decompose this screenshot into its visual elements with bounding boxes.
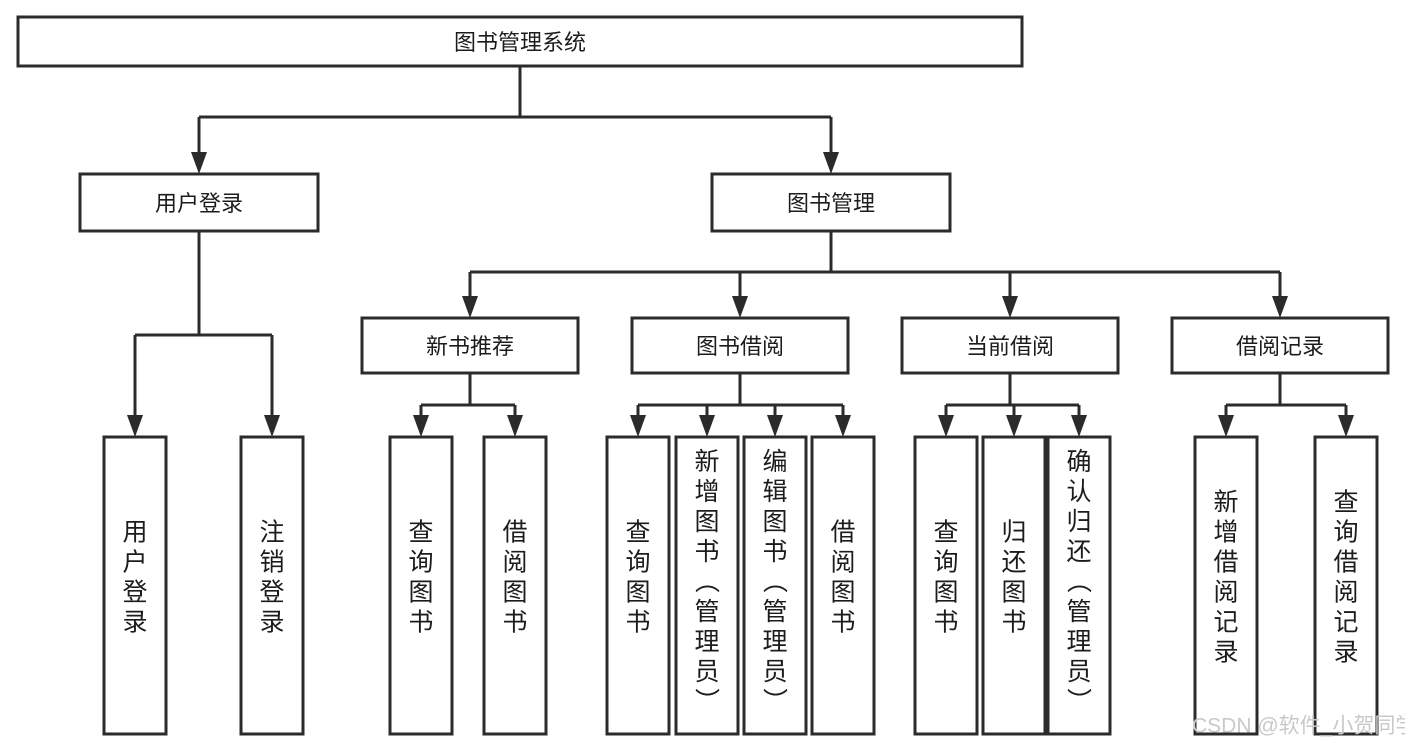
node-label: 用户登录 [155, 191, 243, 216]
node-label: 查询图书 [933, 519, 958, 637]
node-label: 查询图书 [625, 519, 650, 637]
node-box[interactable] [605, 435, 671, 736]
node-borrow-record[interactable]: 借阅记录 [1170, 316, 1390, 375]
node-label: 新增借阅记录 [1213, 489, 1238, 667]
node-leaf-query-record[interactable]: 查询借阅记录 [1313, 435, 1379, 736]
arrow-head-icon [767, 415, 783, 437]
node-label: 新增图书（管理员） [694, 448, 720, 716]
node-label: 借阅图书 [502, 519, 527, 637]
node-leaf-query-book-rec[interactable]: 查询图书 [388, 435, 454, 736]
node-leaf-query-book-borrow[interactable]: 查询图书 [605, 435, 671, 736]
arrow-head-icon [1272, 296, 1288, 318]
arrow-head-icon [699, 415, 715, 437]
node-label: 借阅记录 [1236, 334, 1324, 359]
node-leaf-query-book-current[interactable]: 查询图书 [913, 435, 979, 736]
arrow-head-icon [413, 415, 429, 437]
node-root-system-title[interactable]: 图书管理系统 [16, 15, 1024, 68]
node-label: 确认归还（管理员） [1066, 448, 1092, 716]
node-box[interactable] [674, 435, 740, 736]
arrow-head-icon [630, 415, 646, 437]
connector-bookborrow-to-leaves [630, 373, 851, 437]
node-leaf-borrow-book-rec[interactable]: 借阅图书 [482, 435, 548, 736]
node-user-login[interactable]: 用户登录 [78, 172, 320, 233]
arrow-head-icon [127, 415, 143, 437]
node-label: 注销登录 [259, 519, 284, 637]
node-leaf-edit-book[interactable]: 编辑图书（管理员） [742, 435, 808, 736]
node-leaf-confirm-return[interactable]: 确认归还（管理员） [1046, 435, 1112, 736]
node-box[interactable] [1046, 435, 1112, 736]
node-label: 借阅图书 [830, 519, 855, 637]
node-leaf-user-logout[interactable]: 注销登录 [239, 435, 305, 736]
node-current-borrow[interactable]: 当前借阅 [900, 316, 1120, 375]
arrow-head-icon [462, 296, 478, 318]
node-box[interactable] [810, 435, 876, 736]
connector-newbook-to-leaves [413, 373, 523, 437]
node-label: 图书管理系统 [454, 30, 586, 55]
node-label: 查询借阅记录 [1333, 489, 1358, 667]
node-leaf-add-record[interactable]: 新增借阅记录 [1193, 435, 1259, 736]
node-new-book-recommend[interactable]: 新书推荐 [360, 316, 580, 375]
node-box[interactable] [913, 435, 979, 736]
node-box[interactable] [388, 435, 454, 736]
node-label: 归还图书 [1001, 519, 1026, 637]
connector-layer [127, 66, 1354, 437]
node-box[interactable] [710, 172, 952, 233]
arrow-head-icon [732, 296, 748, 318]
node-box[interactable] [102, 435, 168, 736]
watermark-label: CSDN @软件_小贺同学 [1192, 715, 1405, 738]
node-label: 新书推荐 [426, 334, 514, 359]
arrow-head-icon [823, 152, 839, 174]
arrow-head-icon [507, 415, 523, 437]
node-label: 图书借阅 [696, 334, 784, 359]
node-box[interactable] [482, 435, 548, 736]
arrow-head-icon [938, 415, 954, 437]
connector-borrowrecord-to-leaves [1218, 373, 1354, 437]
node-box[interactable] [16, 15, 1024, 68]
node-label: 编辑图书（管理员） [762, 448, 788, 716]
arrow-head-icon [1071, 415, 1087, 437]
node-label: 查询图书 [408, 519, 433, 637]
arrow-head-icon [191, 152, 207, 174]
node-label: 图书管理 [787, 191, 875, 216]
arrow-head-icon [1002, 296, 1018, 318]
connector-bookmgmt-to-level3 [462, 231, 1288, 318]
node-leaf-borrow-book[interactable]: 借阅图书 [810, 435, 876, 736]
arrow-head-icon [1218, 415, 1234, 437]
arrow-head-icon [264, 415, 280, 437]
connector-root-to-level2 [191, 66, 839, 174]
connector-currentborrow-to-leaves [938, 373, 1087, 437]
node-box[interactable] [630, 316, 850, 375]
node-box[interactable] [981, 435, 1047, 736]
node-leaf-return-book[interactable]: 归还图书 [981, 435, 1047, 736]
arrow-head-icon [1006, 415, 1022, 437]
node-box[interactable] [1193, 435, 1259, 736]
node-box[interactable] [900, 316, 1120, 375]
node-label: 当前借阅 [966, 334, 1054, 359]
node-leaf-user-login[interactable]: 用户登录 [102, 435, 168, 736]
node-layer: 图书管理系统用户登录图书管理新书推荐图书借阅当前借阅借阅记录用户登录注销登录查询… [16, 15, 1390, 736]
node-box[interactable] [1170, 316, 1390, 375]
arrow-head-icon [1338, 415, 1354, 437]
node-book-borrow[interactable]: 图书借阅 [630, 316, 850, 375]
node-box[interactable] [78, 172, 320, 233]
arrow-head-icon [835, 415, 851, 437]
node-book-management[interactable]: 图书管理 [710, 172, 952, 233]
node-box[interactable] [239, 435, 305, 736]
node-leaf-add-book[interactable]: 新增图书（管理员） [674, 435, 740, 736]
node-label: 用户登录 [122, 519, 147, 637]
node-box[interactable] [1313, 435, 1379, 736]
connector-userlogin-to-leaves [127, 231, 280, 437]
node-box[interactable] [742, 435, 808, 736]
node-box[interactable] [360, 316, 580, 375]
